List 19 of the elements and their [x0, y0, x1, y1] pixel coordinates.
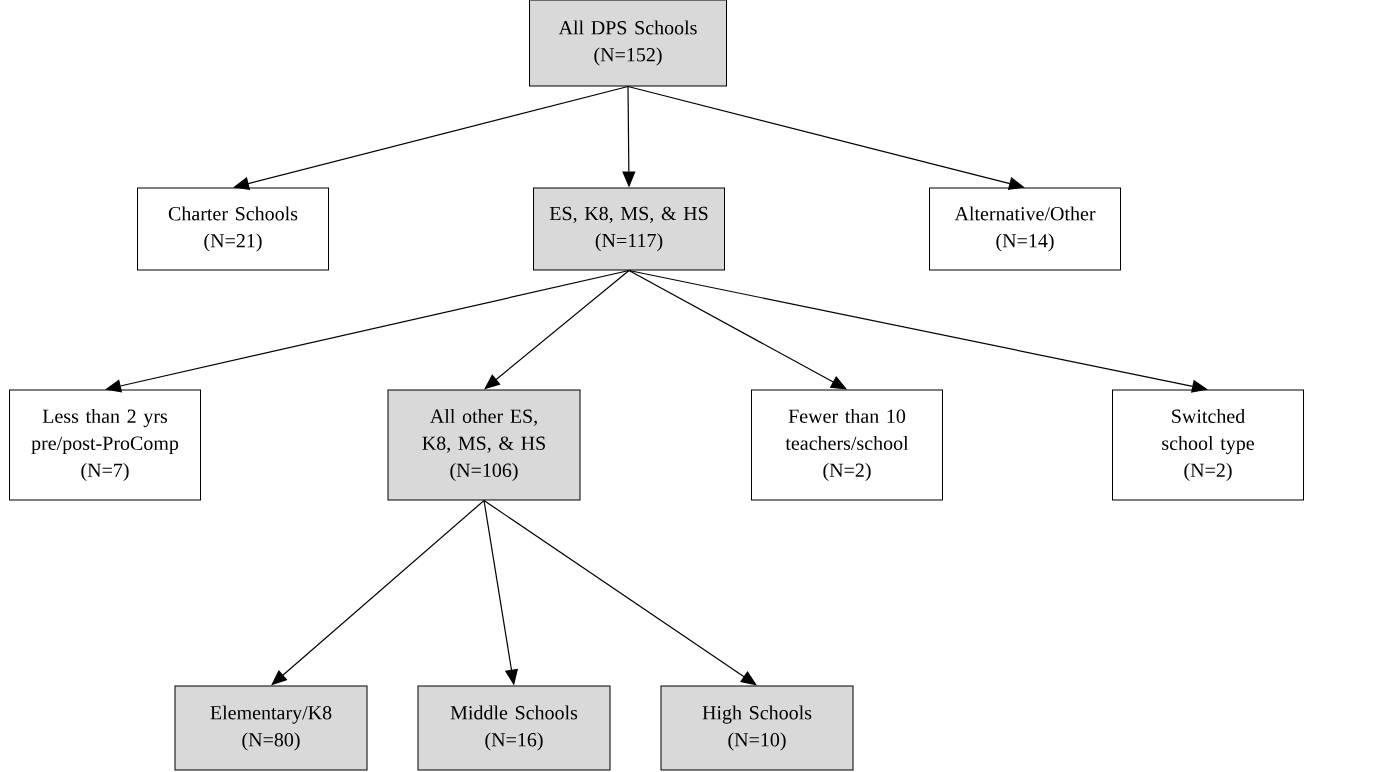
arrow [628, 269, 847, 390]
process-box: Elementary/K8 (N=80) [174, 685, 368, 771]
arrow [628, 269, 1208, 393]
arrow [627, 85, 1025, 190]
process-box: ES, K8, MS, & HS (N=117) [533, 187, 725, 271]
arrow [271, 499, 485, 686]
arrow [105, 269, 630, 393]
process-box: Alternative/Other (N=14) [929, 187, 1121, 271]
process-box: Switched school type (N=2) [1112, 389, 1304, 501]
arrow [233, 85, 629, 190]
arrow [483, 499, 757, 686]
process-box: Fewer than 10 teachers/school (N=2) [751, 389, 943, 501]
process-box: Middle Schools (N=16) [417, 685, 611, 771]
process-box: Less than 2 yrs pre/post-ProComp (N=7) [9, 389, 201, 501]
process-box: Charter Schools (N=21) [137, 187, 329, 271]
process-box: All DPS Schools (N=152) [529, 0, 727, 87]
process-box: High Schools (N=10) [660, 685, 854, 771]
process-box: All other ES, K8, MS, & HS (N=106) [387, 389, 581, 501]
arrow [484, 269, 630, 390]
